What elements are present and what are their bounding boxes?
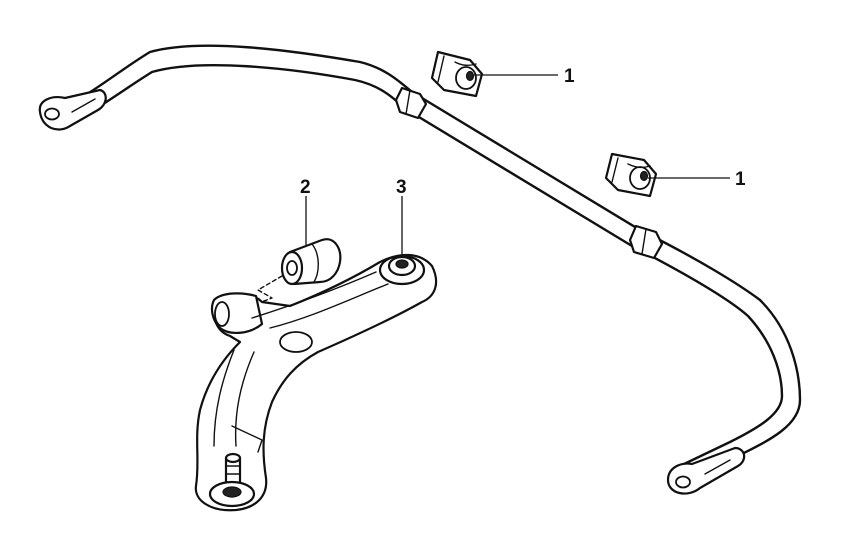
stabilizer-bushing-lower — [604, 152, 658, 198]
lower-control-arm — [194, 253, 438, 512]
callout-label-2: 2 — [300, 177, 311, 198]
stabilizer-bar-right-end — [666, 446, 746, 495]
control-arm-bushing — [280, 238, 342, 286]
callout-label-3: 3 — [396, 177, 407, 198]
lower-ball-joint — [208, 452, 256, 508]
stabilizer-bushing-upper — [430, 50, 484, 98]
callout-label-1-upper: 1 — [564, 66, 575, 87]
bar-collar-upper — [394, 86, 428, 120]
stabilizer-bar — [38, 44, 802, 495]
callout-label-1-lower: 1 — [735, 169, 746, 190]
bar-collar-lower — [628, 224, 664, 260]
assembly-guide-line — [255, 275, 283, 305]
stabilizer-bar-left-end — [38, 88, 107, 131]
